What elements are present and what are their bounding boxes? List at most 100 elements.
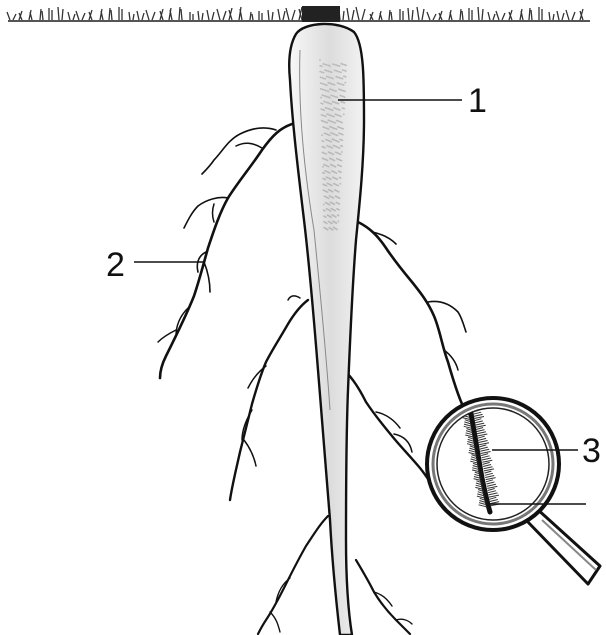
shading-dot [329,195,331,197]
shading-dot [326,145,328,147]
main-root [289,24,364,635]
shading-dot [337,126,339,128]
shading-dot [321,140,323,142]
grass-blade [389,10,392,20]
shading-dot [336,208,338,210]
shading-dot [324,69,326,71]
shading-dot [338,132,340,134]
shading-dot [327,183,329,185]
grass-blade [469,8,472,20]
grass-blade [557,11,564,20]
shading-dot [321,114,323,116]
shading-dot [331,71,333,73]
soil-surface [7,6,590,22]
lateral-root-lower-left [258,516,328,634]
grass-blade [370,12,373,20]
shading-dot [329,71,331,73]
grass-blade [217,9,226,20]
shading-dot [340,145,342,147]
shading-dot [342,107,344,109]
grass-blade [109,8,112,20]
shading-dot [337,65,339,67]
shading-dot [323,63,325,65]
label-3: 3 [582,432,601,470]
shading-dot [327,214,329,216]
shading-dot [332,176,334,178]
grass-blade [179,7,182,20]
shading-dot [339,95,341,97]
shading-dot [320,102,322,104]
shading-dot [336,158,338,160]
shading-dot [323,83,325,85]
shading-dot [321,108,323,110]
shading-dot [326,208,328,210]
shading-dot [322,157,324,159]
shading-dot [328,82,330,84]
grass-blade [129,12,134,20]
shading-dot [327,70,329,72]
lateral-root-middle-right [346,372,440,498]
grass-blade [119,7,122,20]
grass-blade [89,10,92,20]
shading-dot [323,78,325,80]
shading-dot [339,183,341,185]
shading-dot [326,76,328,78]
shading-dot [330,132,332,134]
grass-blade [580,9,583,20]
shading-dot [321,77,323,79]
shading-dot [343,75,345,77]
grass-blade [278,9,285,20]
shading-dot [335,113,337,115]
shading-dot [328,227,330,229]
grass-blade [169,8,172,20]
grass-blade [146,10,155,20]
magnifying-glass-icon [427,398,600,584]
grass-blade [100,9,103,20]
shading-dot [332,220,334,222]
grass-blade [49,8,52,20]
shading-dot [334,70,336,72]
grass-blade [299,7,302,20]
shading-dot [320,97,322,99]
grass-blade [520,9,523,20]
shading-dot [333,183,335,185]
shading-dot [339,65,341,67]
grass-blade [40,9,43,20]
shading-dot [337,214,339,216]
shading-dot [323,204,325,206]
magnifier-handle [526,508,600,584]
shading-dot [324,132,326,134]
shading-dot [342,63,344,65]
grass-blade [259,11,262,20]
shading-dot [332,138,334,140]
shading-dot [319,59,321,61]
shading-dot [326,176,328,178]
shading-dot [343,114,345,116]
shading-dot [321,120,323,122]
shading-dot [333,145,335,147]
shading-dot [323,209,325,211]
shading-dot [331,95,333,97]
grass-blade [76,11,85,20]
shading-dot [338,77,340,79]
grass-blade [198,11,203,20]
shading-dot [341,101,343,103]
shading-dot [334,189,336,191]
shading-dot [321,134,323,136]
grass-blade [356,7,365,20]
shading-dot [332,83,334,85]
shading-dot [329,126,331,128]
shading-dot [326,113,328,115]
shading-dot [337,82,339,84]
shading-dot [344,82,346,84]
shading-dot [340,72,342,74]
shading-dot [326,70,328,72]
shading-dot [334,64,336,66]
shading-dot [330,201,332,203]
grass-blade [478,7,483,20]
shading-dot [322,172,324,174]
shading-dot [338,170,340,172]
grass-blade [29,10,32,20]
shading-dot [324,170,326,172]
shading-dot [331,77,333,79]
